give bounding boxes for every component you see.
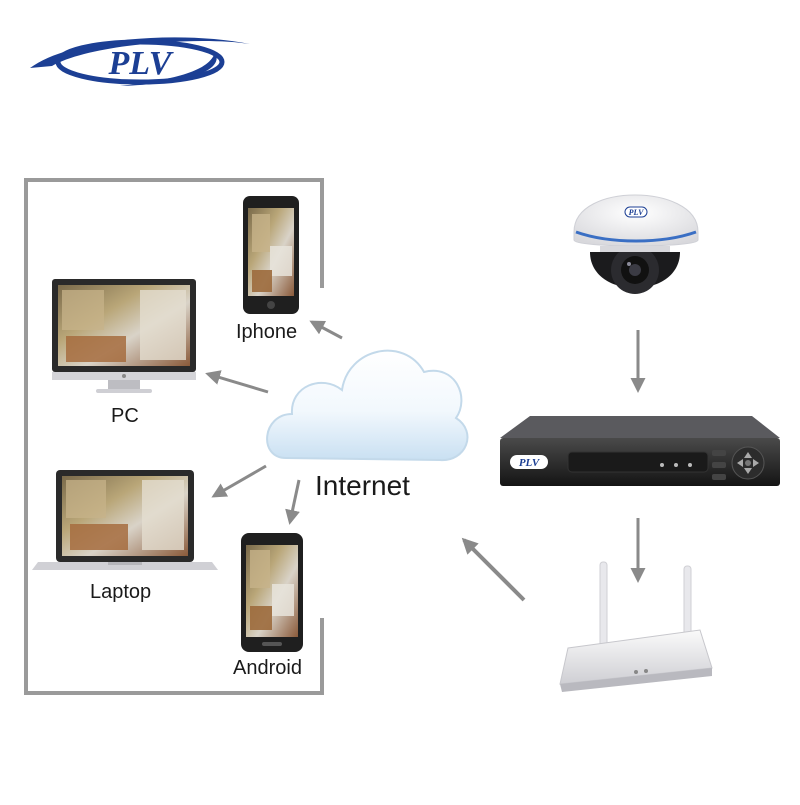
iphone-label: Iphone — [236, 321, 298, 343]
plv-logo: PLV — [30, 37, 250, 86]
plv-logo-letters: PLV — [108, 45, 174, 82]
android-label: Android — [233, 657, 302, 679]
pc-label: PC — [111, 405, 139, 427]
nvr-brand-text: PLV — [519, 457, 541, 469]
pc-monitor-icon — [52, 279, 196, 393]
internet-label: Internet — [315, 470, 410, 501]
wifi-router-icon — [559, 561, 713, 692]
laptop-label: Laptop — [90, 581, 152, 603]
arrow-cloud-to-laptop — [211, 464, 267, 498]
client-group-frame — [24, 178, 324, 695]
cloud-icon — [266, 349, 469, 462]
android-phone-icon — [241, 533, 303, 652]
iphone-icon — [243, 196, 299, 314]
laptop-icon — [32, 470, 218, 570]
arrow-router-to-cloud — [461, 537, 526, 602]
arrow-cloud-to-android — [285, 479, 301, 525]
nvr-recorder-icon: PLV — [500, 416, 780, 486]
arrow-cloud-to-pc — [205, 370, 269, 394]
camera-brand-text: PLV — [629, 208, 644, 217]
dome-camera-icon: PLV — [573, 194, 699, 294]
arrow-cloud-to-iphone — [309, 320, 343, 340]
